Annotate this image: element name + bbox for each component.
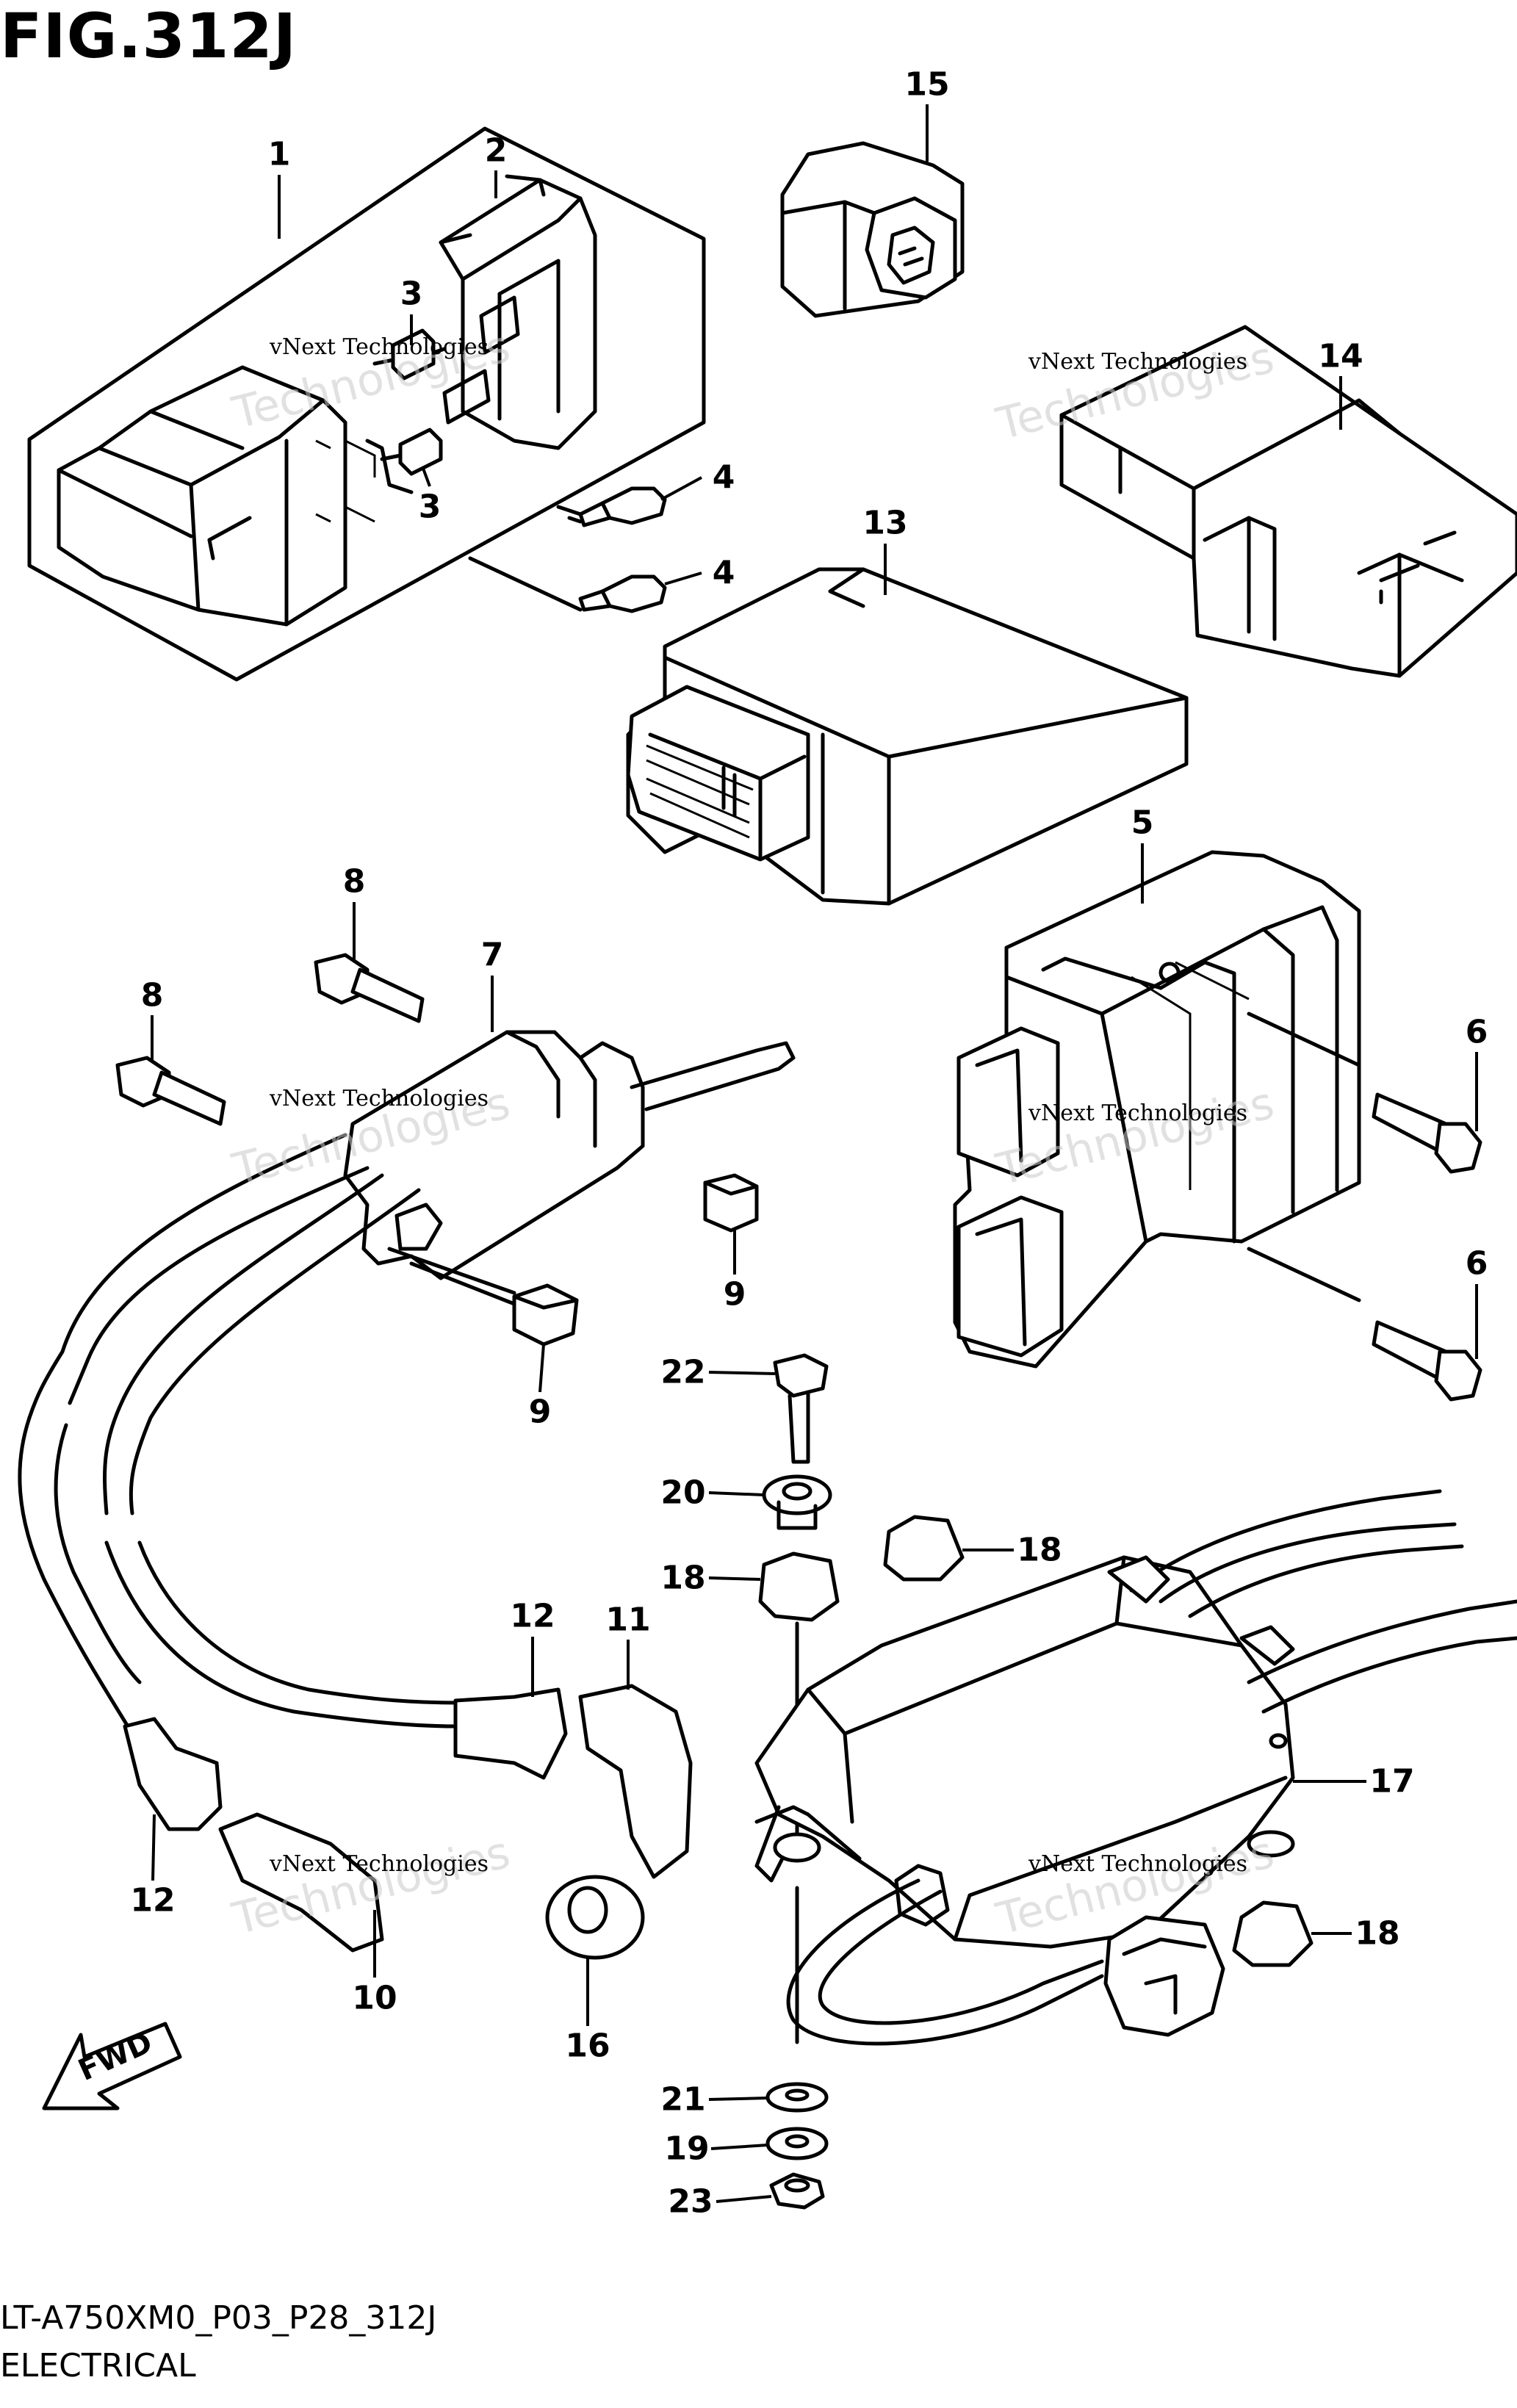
callout-2: 2 — [484, 131, 508, 170]
small-hardware — [758, 1353, 1314, 2044]
callout-4b: 4 — [712, 554, 735, 592]
part-9-collars — [512, 1173, 759, 1347]
figure-code: LT-A750XM0_P03_P28_312J — [0, 2299, 437, 2337]
part-3-fuses — [365, 328, 447, 494]
callout-5: 5 — [1131, 804, 1154, 842]
callout-20: 20 — [660, 1474, 706, 1512]
figure-title: FIG.312J — [0, 0, 298, 72]
lower-hardware — [765, 2082, 829, 2210]
part-7-ignition-coil — [343, 1030, 796, 1306]
callout-12: 12 — [510, 1597, 555, 1635]
callout-13: 13 — [862, 504, 908, 542]
part-2-fuse-holder — [439, 174, 597, 450]
callout-9: 9 — [723, 1275, 746, 1313]
part-4-screws — [468, 486, 667, 613]
callout-8: 8 — [342, 862, 366, 901]
watermark-6: vNext Technologies — [1028, 1851, 1248, 1877]
callout-6b: 6 — [1465, 1244, 1488, 1283]
callout-18b: 18 — [660, 1559, 706, 1597]
callout-3b: 3 — [418, 488, 442, 526]
part-1-relay — [57, 365, 376, 627]
callout-4: 4 — [712, 458, 735, 497]
part-17-control-unit — [754, 1489, 1517, 2046]
watermark-5: vNext Technologies — [270, 1851, 489, 1877]
relay-assembly-frame — [27, 126, 706, 682]
part-8-bolts — [115, 953, 425, 1126]
callout-21: 21 — [660, 2080, 706, 2119]
callout-16: 16 — [565, 2027, 610, 2065]
high-tension-cords — [18, 1133, 693, 1953]
part-15-connector — [780, 141, 965, 318]
callout-3: 3 — [400, 275, 423, 313]
callout-7: 7 — [480, 936, 504, 974]
part-6-bolts — [1247, 1012, 1482, 1402]
watermark-2: vNext Technologies — [1028, 349, 1248, 375]
callout-10: 10 — [352, 1979, 397, 2017]
watermark-3: vNext Technologies — [270, 1086, 489, 1111]
callout-22: 22 — [660, 1353, 706, 1391]
watermark-1: vNext Technologies — [270, 334, 489, 360]
callout-18c: 18 — [1355, 1914, 1400, 1953]
callout-1: 1 — [267, 135, 291, 173]
callout-9b: 9 — [528, 1393, 552, 1431]
watermark-4: vNext Technologies — [1028, 1100, 1248, 1126]
callout-12b: 12 — [130, 1881, 176, 1919]
callout-17: 17 — [1369, 1762, 1415, 1800]
callout-19: 19 — [664, 2130, 710, 2168]
callout-6: 6 — [1465, 1013, 1488, 1051]
callout-11: 11 — [605, 1601, 651, 1639]
callout-8b: 8 — [140, 976, 164, 1014]
callout-15: 15 — [904, 65, 950, 104]
callout-18: 18 — [1017, 1531, 1062, 1569]
callout-23: 23 — [668, 2182, 713, 2221]
part-5-regulator — [953, 850, 1361, 1369]
callout-14: 14 — [1318, 337, 1363, 375]
figure-name: ELECTRICAL — [0, 2347, 196, 2384]
fwd-arrow-icon — [42, 2022, 182, 2110]
part-13-ecm — [626, 567, 1189, 906]
part-16-grommet — [545, 1875, 645, 1960]
part-14-ecm-cover — [1059, 325, 1517, 678]
